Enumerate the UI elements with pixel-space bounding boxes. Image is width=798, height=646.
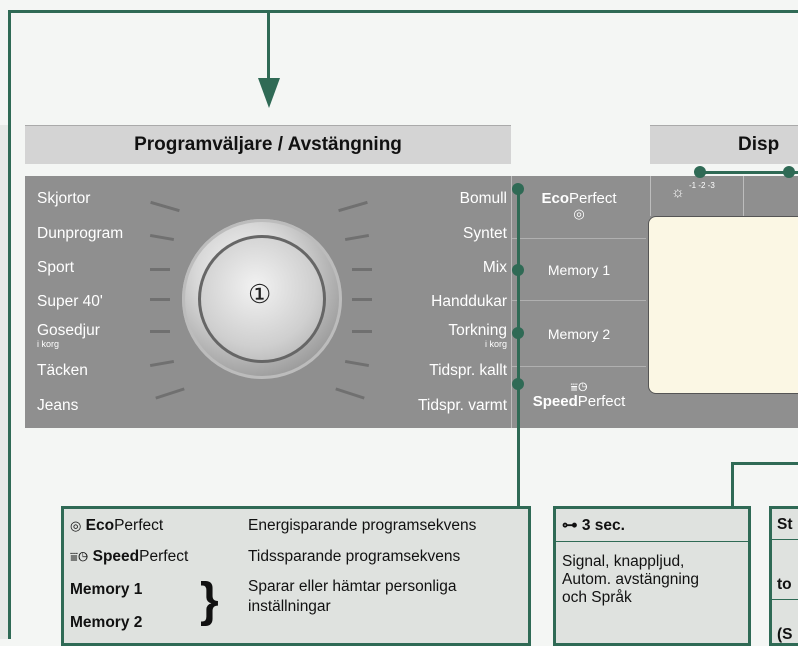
memory1-button[interactable]: Memory 1 (512, 238, 646, 301)
program-dunprogram[interactable]: Dunprogram (37, 225, 124, 242)
eco-icon: ◎ (70, 518, 82, 533)
left-strip (0, 125, 8, 639)
program-dial[interactable]: ① (182, 219, 342, 379)
right-box: St to (S (769, 506, 798, 646)
selector-title: Programväljare / Avstängning (134, 134, 402, 155)
signal-line-1: Signal, knappljud, (562, 553, 685, 570)
signal-title: ⊶ 3 sec. (562, 517, 625, 534)
display-connector (700, 171, 798, 174)
ecoperfect-button[interactable]: EcoPerfect ◎ (512, 176, 646, 238)
program-bomull[interactable]: Bomull (459, 190, 507, 207)
key-icon: ⊶ (562, 517, 578, 534)
power-symbol: ① (248, 279, 272, 309)
legend-brace: } (200, 574, 219, 627)
display-title: Disp (738, 134, 780, 155)
legend-eco-desc: Energisparande programsekvens (248, 517, 477, 534)
signal-box: ⊶ 3 sec. Signal, knappljud, Autom. avstä… (553, 506, 751, 646)
display-icon-row: ☼ -1 -2 -3 (650, 176, 798, 216)
program-jeans[interactable]: Jeans (37, 397, 79, 414)
program-tidspr-varmt[interactable]: Tidspr. varmt (418, 397, 507, 414)
signal-line-3: och Språk (562, 589, 632, 606)
program-super40[interactable]: Super 40' (37, 293, 103, 310)
program-skjortor[interactable]: Skjortor (37, 190, 91, 207)
display-screen (648, 216, 798, 394)
panel-divider (511, 176, 512, 428)
signal-connector-h (731, 462, 798, 465)
signal-line-2: Autom. avstängning (562, 571, 700, 588)
legend-eco-name: ◎ EcoPerfect (70, 517, 164, 534)
program-tacken[interactable]: Täcken (37, 362, 88, 379)
sun-icon: ☼ (671, 184, 685, 201)
selector-header: Programväljare / Avstängning (25, 125, 511, 164)
legend-memory1: Memory 1 (70, 581, 143, 598)
arrow-stem (267, 12, 270, 80)
frame-top-line (8, 10, 798, 13)
legend-memory-desc-2: inställningar (248, 598, 331, 615)
legend-speed-desc: Tidssparande programsekvens (248, 548, 461, 565)
signal-connector-v (731, 462, 734, 510)
legend-memory2: Memory 2 (70, 614, 143, 631)
speed-icon: ⩸◷ (570, 380, 588, 394)
legend-speed-name: ⩸◷ SpeedPerfect (70, 548, 189, 565)
program-sport[interactable]: Sport (37, 259, 75, 276)
level-labels: -1 -2 -3 (689, 181, 715, 190)
program-mix[interactable]: Mix (482, 259, 507, 276)
speedperfect-button[interactable]: ⩸◷ SpeedPerfect (512, 366, 646, 429)
eco-icon: ◎ (573, 206, 585, 221)
memory2-button[interactable]: Memory 2 (512, 300, 646, 367)
legend-box: ◎ EcoPerfect Energisparande programsekve… (61, 506, 531, 646)
right-box-line3: (S (777, 626, 793, 643)
program-syntet[interactable]: Syntet (463, 225, 507, 242)
program-tidspr-kallt[interactable]: Tidspr. kallt (429, 362, 507, 379)
connector-vertical (517, 185, 520, 515)
down-arrow-icon (258, 78, 280, 108)
frame-left-line (8, 10, 11, 639)
display-header: Disp (650, 125, 798, 164)
speed-icon: ⩸◷ (70, 549, 89, 564)
right-box-title: St (777, 516, 793, 533)
legend-memory-desc-1: Sparar eller hämtar personliga (248, 578, 457, 595)
right-box-line2: to (777, 576, 792, 593)
program-handdukar[interactable]: Handdukar (431, 293, 507, 310)
